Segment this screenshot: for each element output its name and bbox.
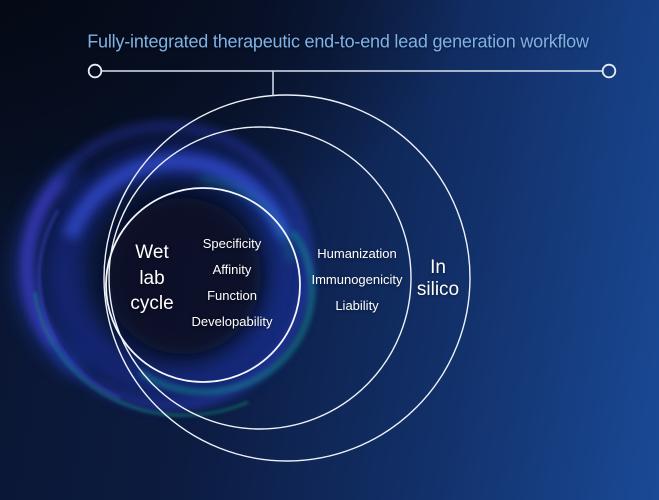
list-item-immunogenicity: Immunogenicity bbox=[311, 272, 403, 287]
swirl-filament-blue bbox=[38, 209, 121, 399]
list-item-function: Function bbox=[207, 288, 257, 303]
list-item-humanization: Humanization bbox=[317, 246, 397, 261]
venn-circles bbox=[103, 94, 471, 462]
swirl-arc-teal bbox=[138, 230, 315, 395]
swirl-arc-top bbox=[62, 153, 294, 240]
bracket-endpoint-left-icon bbox=[87, 63, 103, 79]
wet-lab-cycle-label: Wet lab cycle bbox=[130, 241, 174, 314]
inner-circle bbox=[105, 187, 301, 383]
wet-lab-items-list: Specificity Affinity Function Developabi… bbox=[192, 236, 273, 330]
title-bracket bbox=[87, 63, 617, 96]
outer-circle bbox=[103, 94, 471, 462]
list-item-specificity: Specificity bbox=[202, 236, 262, 251]
in-silico-items-list: Humanization Immunogenicity Liability bbox=[311, 246, 402, 314]
list-item-affinity: Affinity bbox=[212, 262, 252, 277]
swirl-dark-center bbox=[105, 198, 261, 354]
swirl-filament-green bbox=[33, 291, 249, 417]
list-item-liability: Liability bbox=[335, 298, 379, 313]
swirl-glow-decoration bbox=[14, 121, 315, 417]
in-silico-label: In silico bbox=[416, 257, 460, 300]
swirl-arc-teal-inner bbox=[199, 177, 295, 263]
swirl-arc-purple bbox=[22, 176, 66, 349]
bracket-endpoint-right-icon bbox=[601, 63, 617, 79]
list-item-developability: Developability bbox=[191, 314, 273, 329]
slide-title: Fully-integrated therapeutic end-to-end … bbox=[87, 31, 589, 52]
middle-circle bbox=[108, 126, 412, 430]
